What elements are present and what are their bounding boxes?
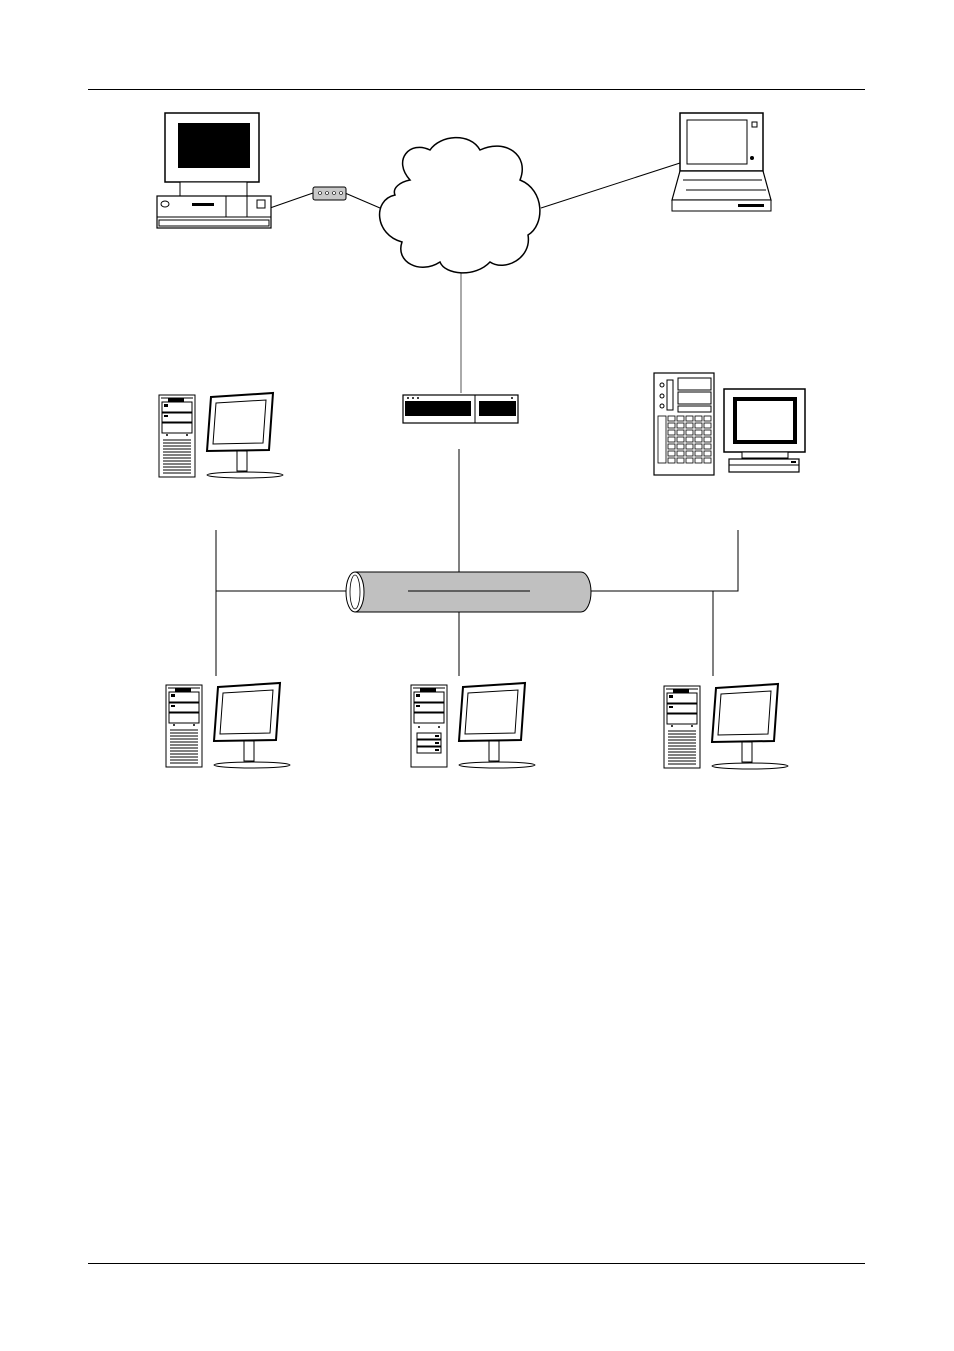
cloud-icon (380, 138, 540, 273)
edge-desktop-modem (270, 193, 313, 208)
edge-internet-laptop (541, 163, 680, 208)
workstation-icon (411, 683, 535, 768)
laptop-icon (672, 113, 771, 211)
network-backbone-icon (346, 572, 591, 612)
rack-server-icon (403, 395, 518, 423)
desktop-computer-icon (157, 113, 271, 228)
workstation-icon (159, 393, 283, 478)
workstation-icon (664, 684, 788, 769)
server-tower-icon (654, 373, 805, 475)
edge-modem-internet (345, 193, 380, 208)
modem-icon (313, 187, 346, 200)
workstation-icon (166, 683, 290, 768)
